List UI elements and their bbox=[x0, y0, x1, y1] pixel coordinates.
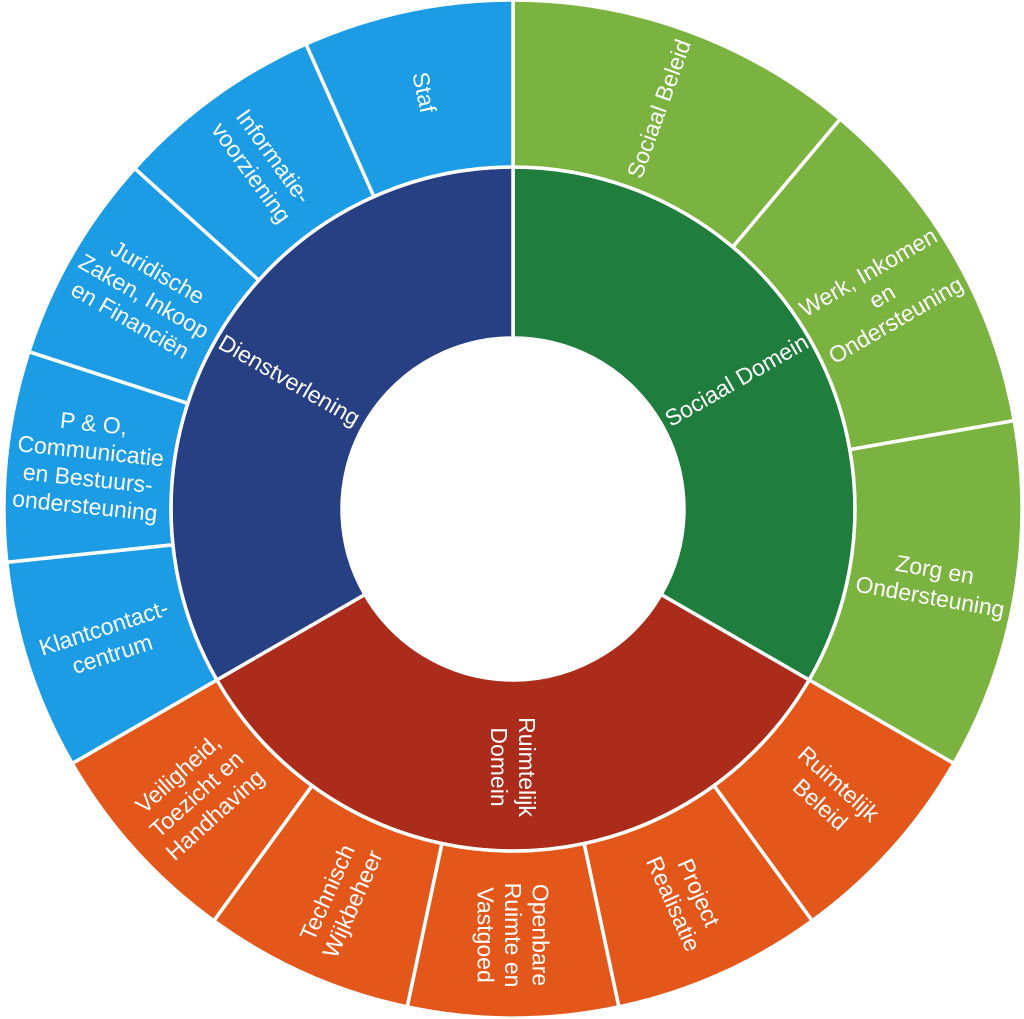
segment-label-openbare-ruimte-en-vastgoed: OpenbareRuimte enVastgoed bbox=[472, 883, 553, 988]
segment-label-ruimtelijk-domein: RuimtelijkDomein bbox=[486, 717, 540, 817]
segment-staf bbox=[304, 0, 515, 199]
inner-ring-segments bbox=[169, 165, 857, 853]
